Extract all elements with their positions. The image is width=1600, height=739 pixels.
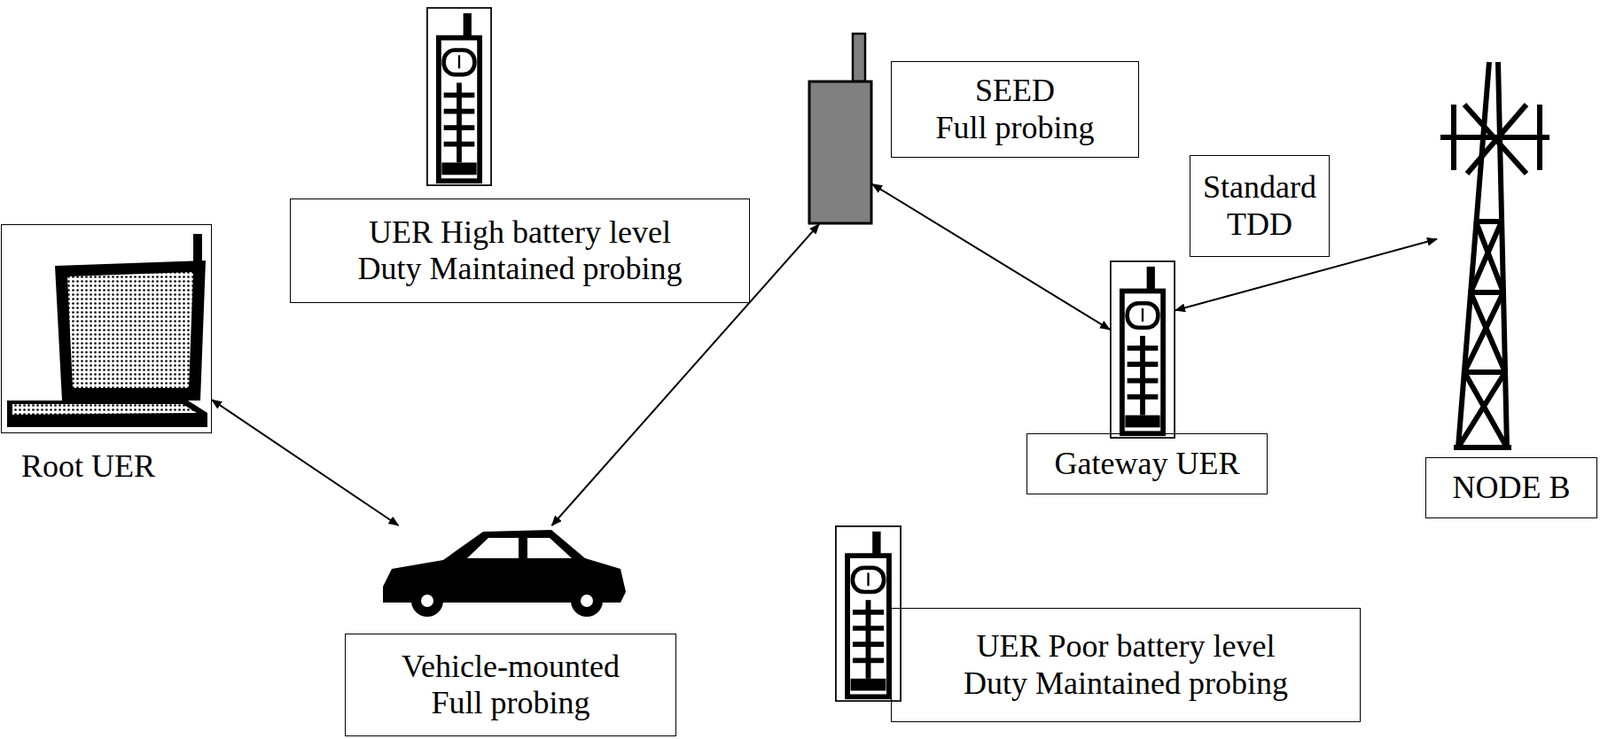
node-text: UER High battery level — [368, 214, 672, 251]
laptop-icon — [7, 234, 208, 428]
icon-anchor — [377, 525, 628, 617]
phone-icon — [427, 7, 492, 186]
node-text: Vehicle-mounted — [401, 648, 620, 686]
label-box: SEEDFull probing — [890, 61, 1140, 158]
icon-anchor — [1109, 260, 1176, 439]
icon-anchor — [1436, 55, 1552, 450]
device-node: UER High battery levelDuty Maintained pr… — [289, 7, 750, 304]
icon-anchor — [426, 7, 492, 187]
node-text: SEED — [975, 72, 1055, 110]
icon-anchor — [808, 32, 873, 225]
node-text: Gateway UER — [1054, 445, 1241, 483]
node-text: Full probing — [935, 109, 1094, 147]
tower-icon — [1440, 62, 1550, 448]
link-arrow — [211, 399, 399, 526]
label-box: Gateway UER — [1026, 433, 1268, 495]
edge-label-box: Standard TDD — [1189, 155, 1330, 258]
device-node: Gateway UER — [1026, 260, 1268, 495]
label-box: Vehicle-mountedFull probing — [344, 633, 677, 737]
car-icon — [382, 530, 626, 617]
device-node: Vehicle-mountedFull probing — [344, 525, 677, 737]
seed-device — [809, 33, 872, 224]
edge-label: Standard TDD — [1199, 169, 1320, 243]
node-text: Root UER — [21, 448, 156, 485]
label-box: UER High battery levelDuty Maintained pr… — [289, 198, 750, 304]
label-box: UER Poor battery levelDuty Maintained pr… — [890, 608, 1361, 723]
node-text: Full probing — [430, 685, 590, 722]
phone-icon — [1110, 261, 1175, 438]
device-node: SEEDFull probing — [808, 32, 1140, 225]
node-text: NODE B — [1452, 469, 1571, 507]
node-text: Duty Maintained probing — [963, 665, 1288, 703]
node-text: UER Poor battery level — [976, 628, 1276, 665]
device-frame: Root UER — [0, 224, 212, 434]
outside-heading: Root UER — [21, 448, 156, 485]
link-arrow — [872, 184, 1110, 330]
label-box: NODE B — [1425, 457, 1598, 519]
node-text: Duty Maintained probing — [358, 250, 683, 288]
device-node: UER Poor battery levelDuty Maintained pr… — [835, 525, 1361, 723]
device-node: NODE B — [1425, 55, 1598, 519]
